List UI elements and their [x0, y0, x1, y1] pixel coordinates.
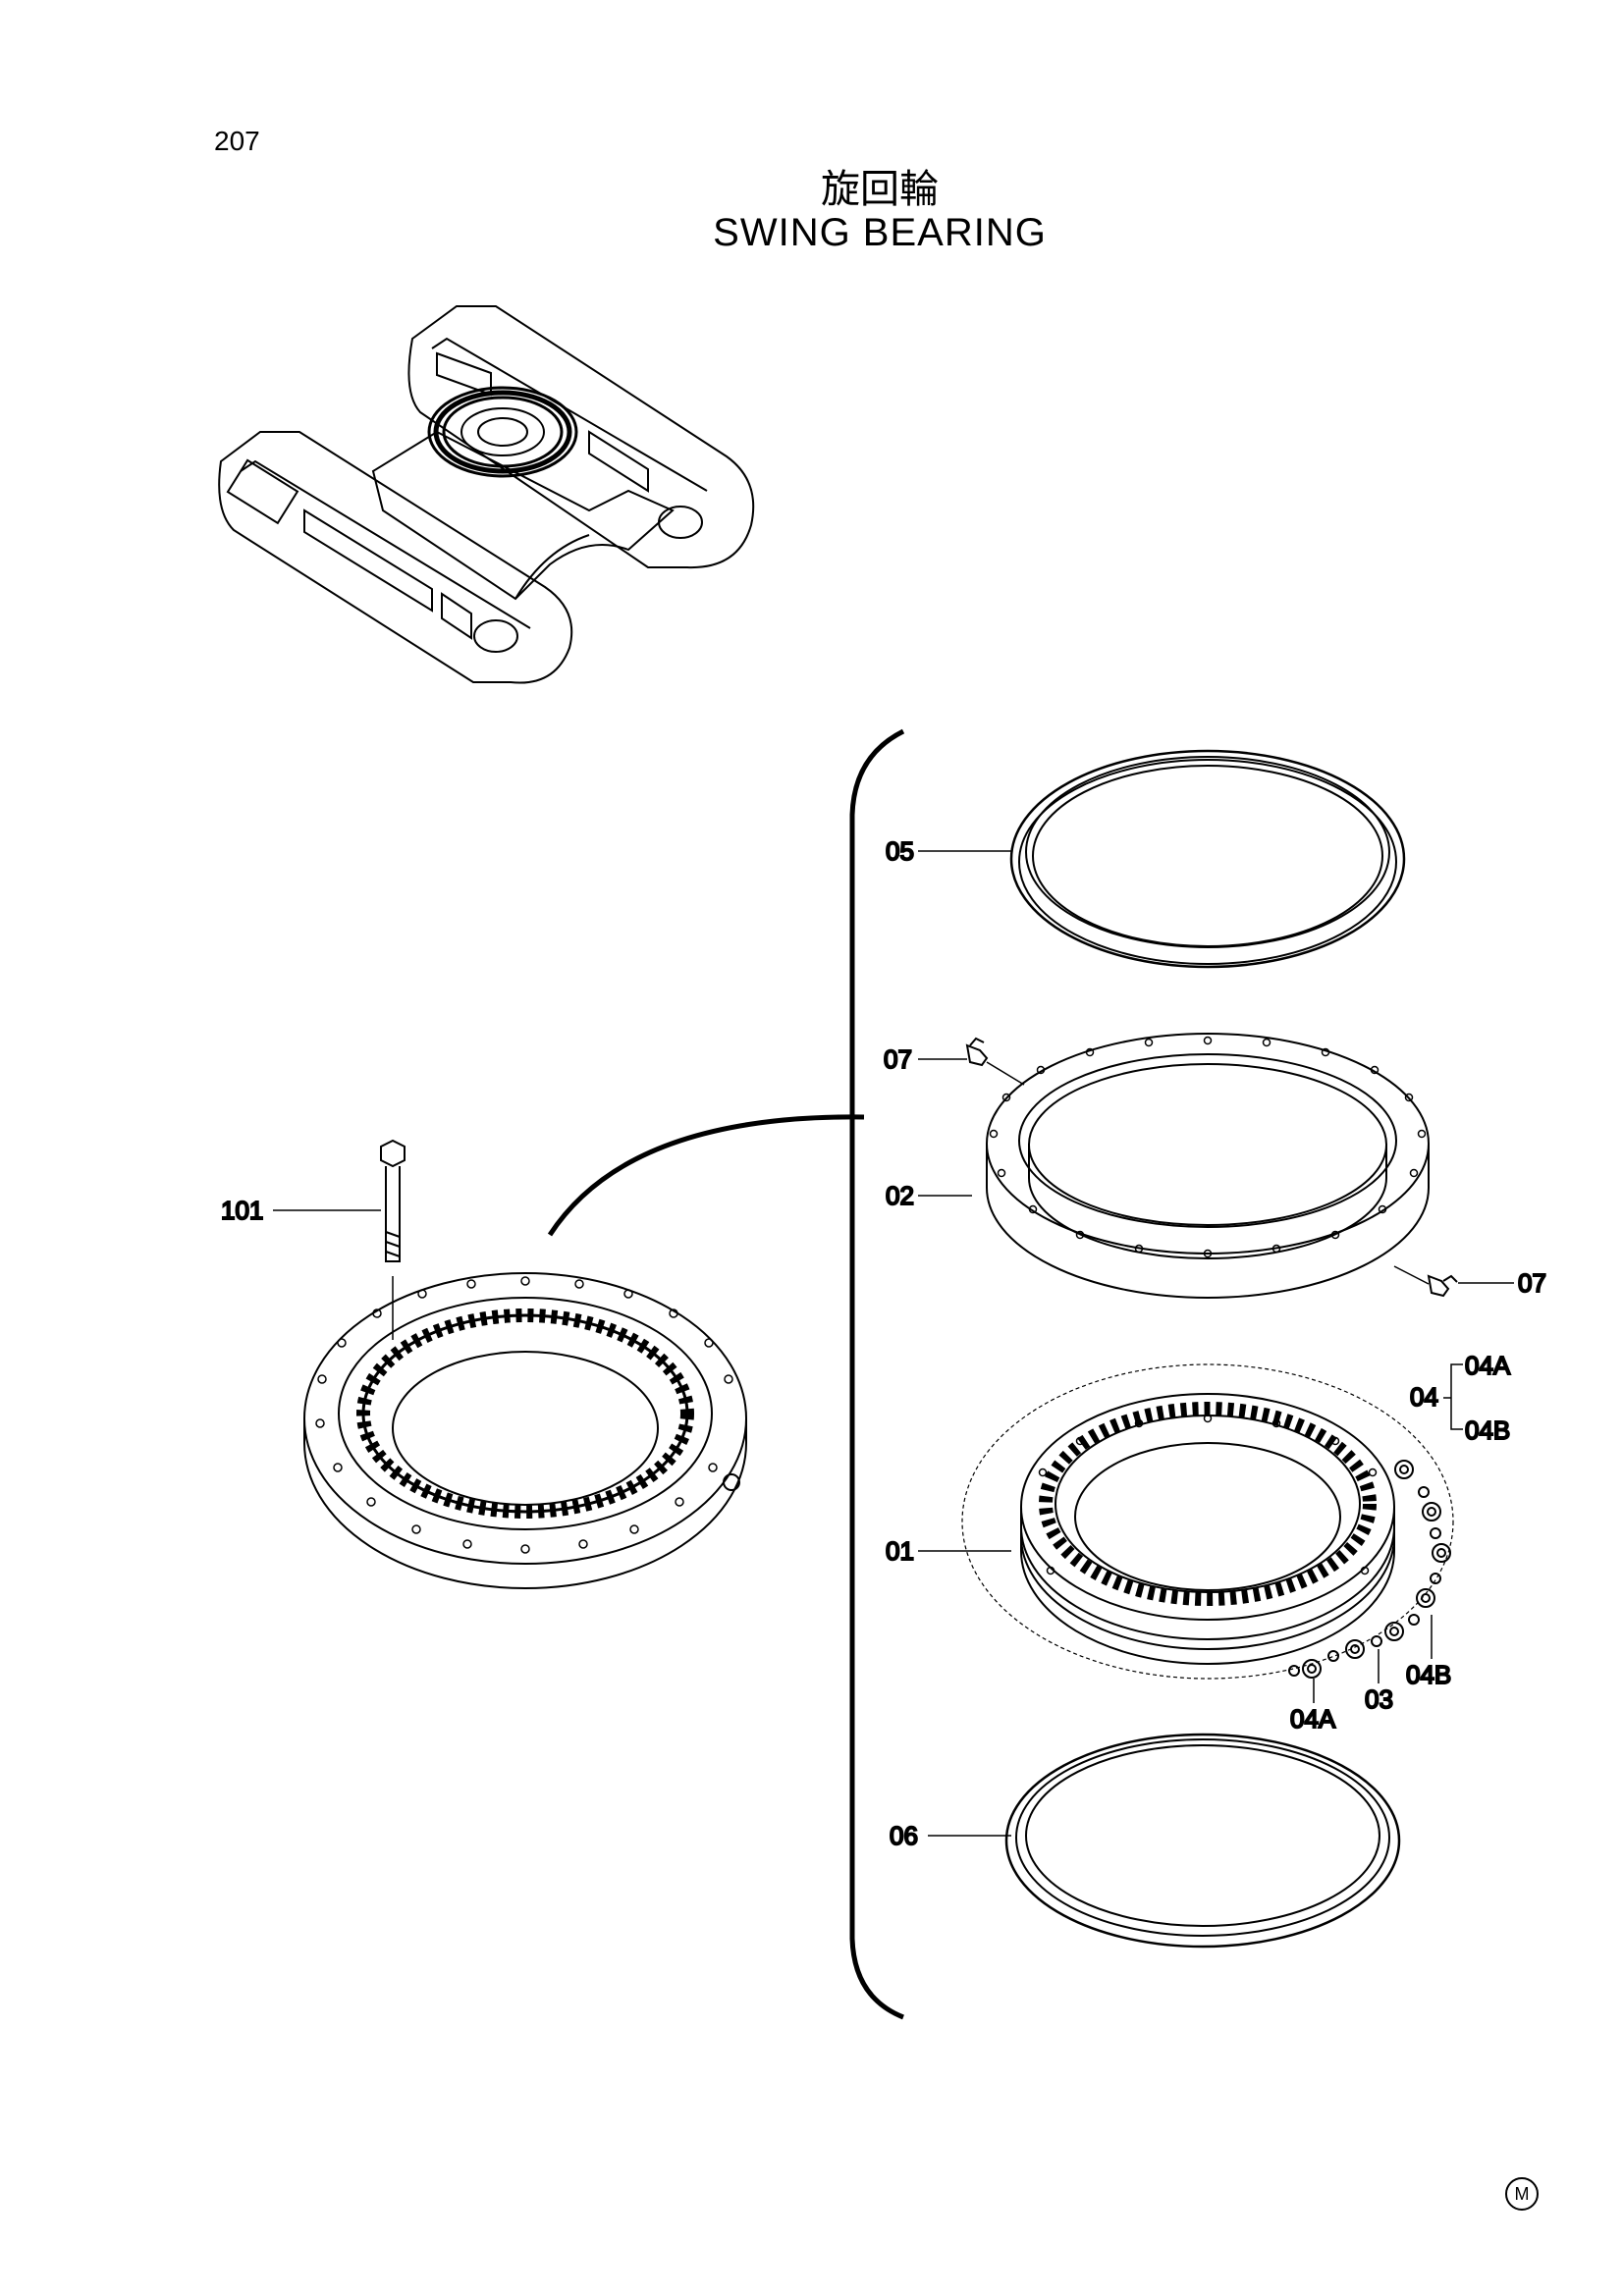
callout-03: 03 — [1365, 1684, 1393, 1714]
callout-04: 04 — [1410, 1382, 1438, 1412]
callout-04B-group: 04B — [1465, 1415, 1510, 1445]
callout-04A-lower: 04A — [1290, 1704, 1336, 1734]
callout-05: 05 — [886, 836, 914, 866]
leader-lines — [273, 850, 1514, 1837]
callout-07-right: 07 — [1518, 1268, 1546, 1298]
part-02-outer-race — [986, 1033, 1430, 1299]
page-title: SWING BEARING — [713, 211, 1047, 254]
assembled-swing-bearing — [303, 1139, 747, 1589]
page-number: 207 — [214, 126, 260, 156]
undercarriage-illustration — [218, 305, 755, 684]
callout-06: 06 — [890, 1821, 918, 1850]
part-06-seal — [1004, 1733, 1401, 1949]
callout-04B-lower: 04B — [1406, 1660, 1451, 1689]
part-05-seal — [1009, 749, 1406, 969]
callout-02: 02 — [886, 1181, 914, 1210]
part-07-grease-fitting — [965, 1037, 1458, 1298]
callout-07-top: 07 — [884, 1044, 912, 1074]
manufacturer-mark: M — [1505, 2177, 1539, 2211]
page-title-japanese: 旋回輪 — [821, 167, 939, 212]
part-03-04-rolling-elements — [1288, 1460, 1451, 1679]
callout-101: 101 — [221, 1196, 263, 1225]
callout-01: 01 — [886, 1536, 914, 1566]
callout-04A-group: 04A — [1465, 1351, 1511, 1380]
part-01-inner-race — [961, 1363, 1454, 1680]
